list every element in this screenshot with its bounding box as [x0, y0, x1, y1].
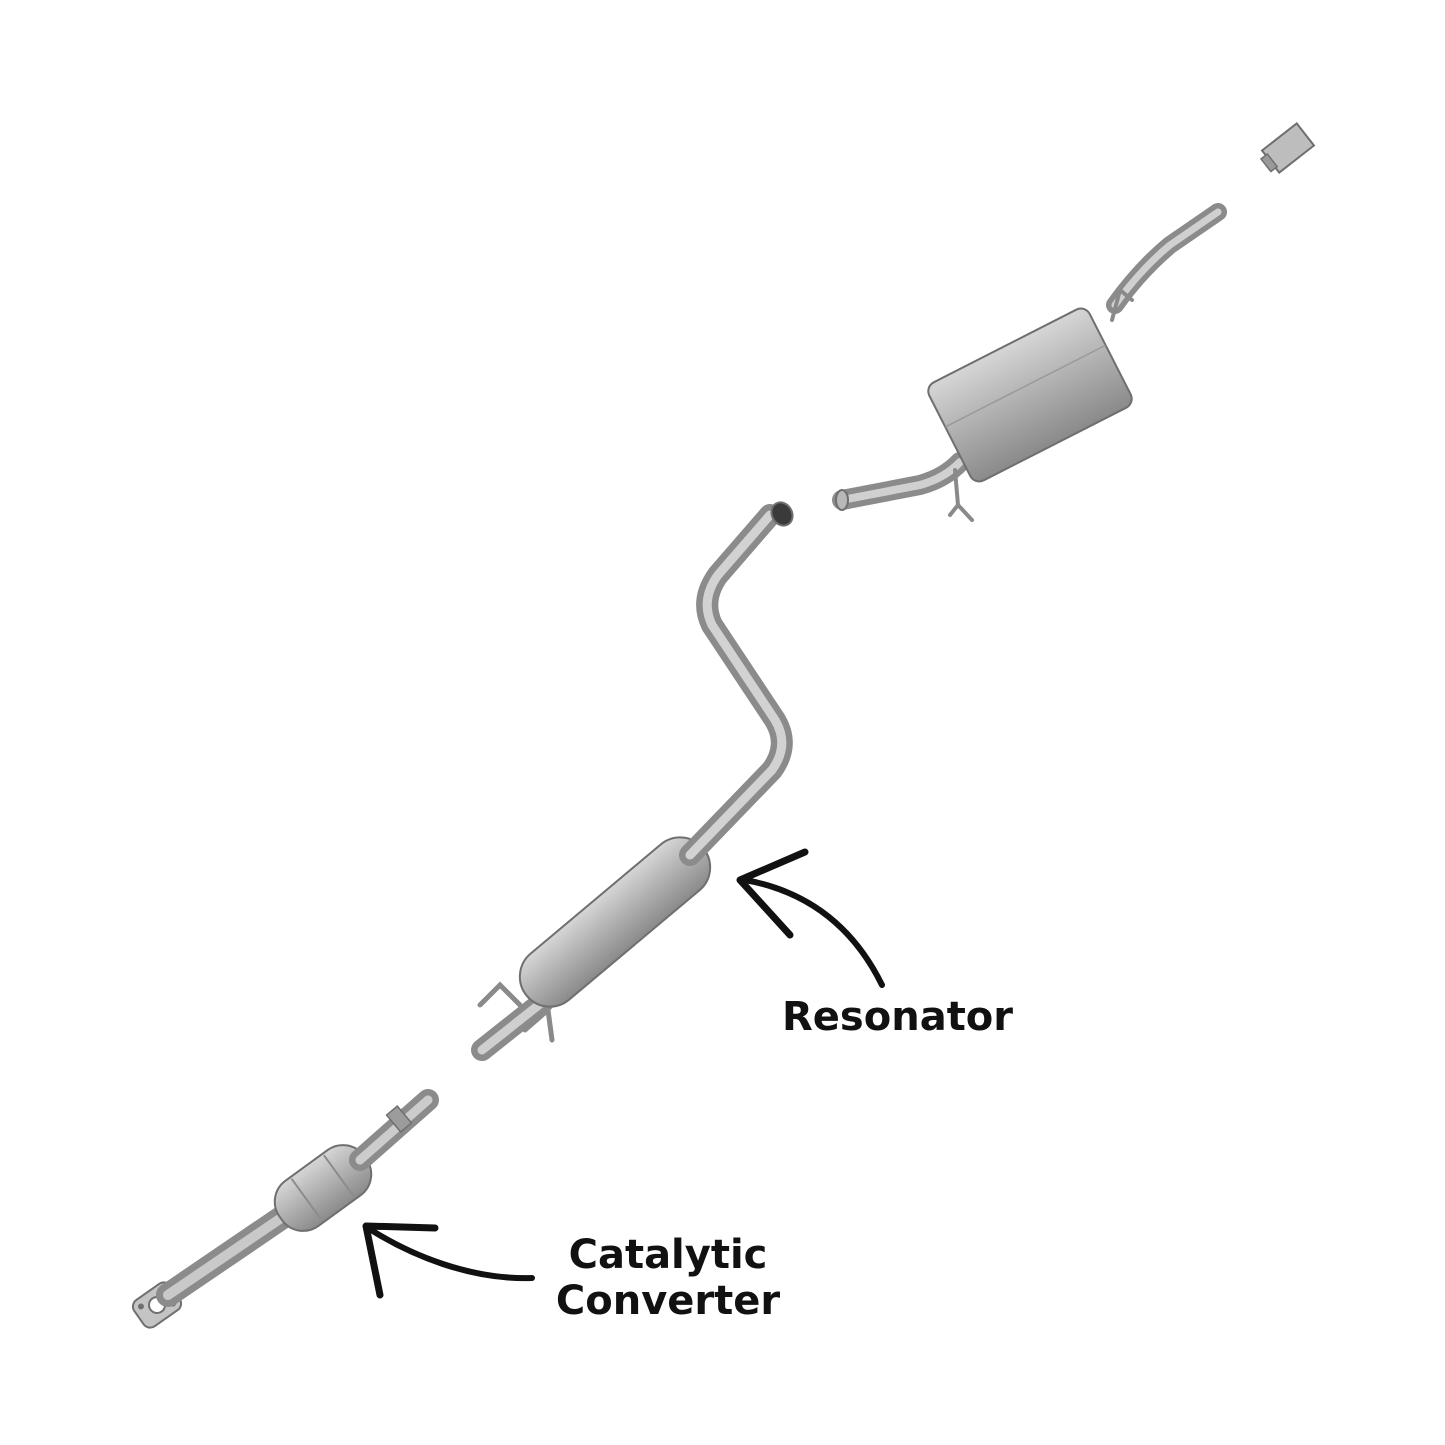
tailpipe-hanger: [1110, 288, 1134, 322]
resonator-section: [471, 501, 794, 1061]
muffler-body: [927, 307, 1133, 483]
resonator-arrowhead: [736, 848, 809, 939]
resonator-label: Resonator: [782, 994, 1014, 1040]
muffler-section: [832, 203, 1227, 522]
muffler-hanger: [948, 468, 974, 522]
resonator-hanger-front: [477, 981, 555, 1043]
catalytic-converter-label: Catalytic Converter: [548, 1232, 788, 1324]
catalytic-arrowhead: [362, 1222, 439, 1299]
catalytic-converter-body: [273, 1144, 373, 1232]
catalytic-label-line2: Converter: [555, 1278, 781, 1324]
catalytic-converter-section: [131, 1089, 439, 1329]
mid-pipe-outlet: [770, 501, 794, 527]
resonator-callout-arrow: [742, 877, 885, 988]
catalytic-callout-arrow: [365, 1225, 535, 1282]
catalytic-label-line1: Catalytic: [568, 1232, 768, 1278]
exhaust-tip: [1259, 122, 1316, 174]
